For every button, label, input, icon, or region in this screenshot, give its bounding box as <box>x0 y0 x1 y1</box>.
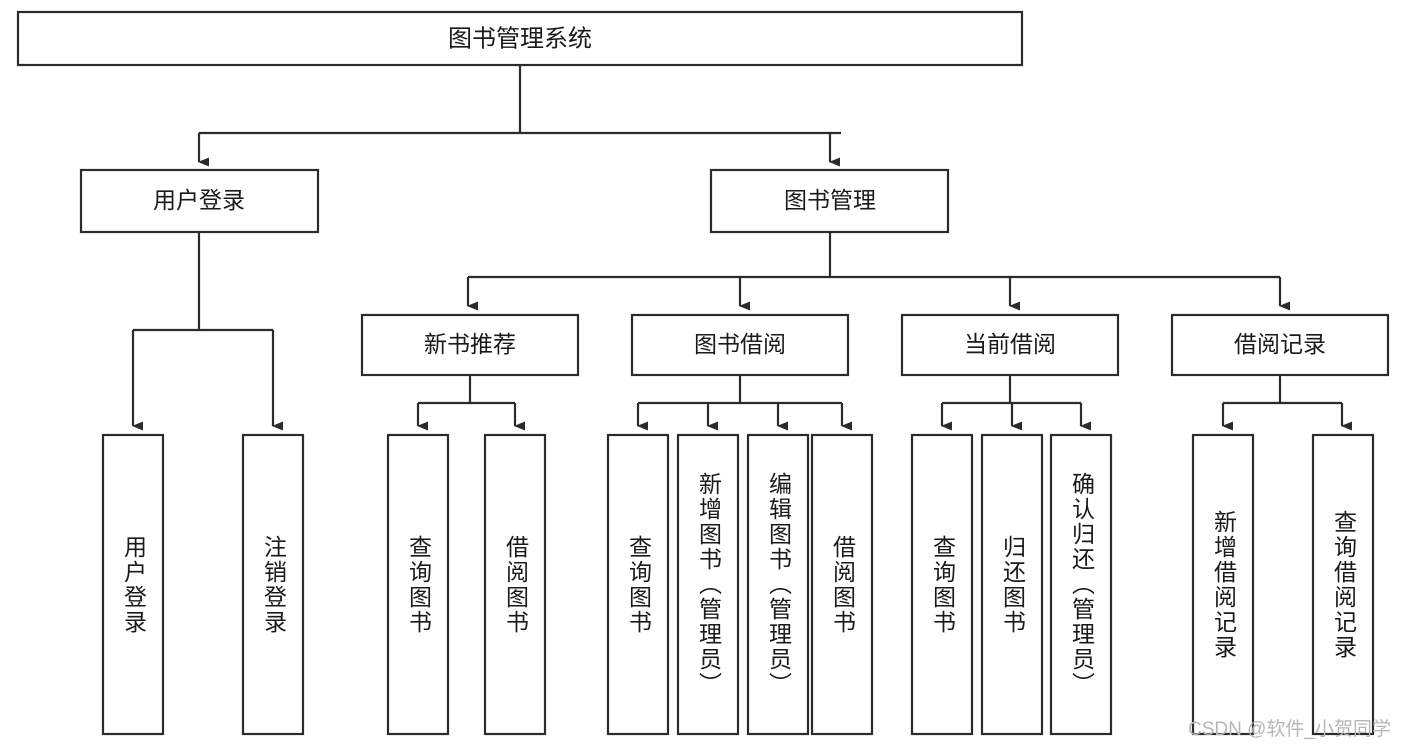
connector-group-root <box>197 65 841 167</box>
node-label-user-login: 用户登录 <box>153 187 245 213</box>
node-box-leaf-borrow-book-1[interactable] <box>483 433 547 736</box>
connector-group-current-borrow <box>940 375 1091 431</box>
node-label-new-book-recommend: 新书推荐 <box>424 331 516 357</box>
node-label-book-borrow: 图书借阅 <box>694 331 786 357</box>
node-box-borrow-record[interactable] <box>1170 313 1390 377</box>
node-box-book-borrow[interactable] <box>630 313 850 377</box>
node-box-leaf-add-record[interactable] <box>1191 433 1255 736</box>
node-box-current-borrow[interactable] <box>900 313 1120 377</box>
connector-group-book-borrow <box>636 375 852 431</box>
node-box-leaf-borrow-book-2[interactable] <box>810 433 874 736</box>
node-box-leaf-logout-login[interactable] <box>241 433 305 736</box>
node-box-new-book-recommend[interactable] <box>360 313 580 377</box>
node-box-book-management[interactable] <box>709 168 950 234</box>
node-box-leaf-add-book[interactable] <box>676 433 740 736</box>
node-label-root: 图书管理系统 <box>448 25 592 52</box>
node-box-leaf-user-login[interactable] <box>101 433 165 736</box>
node-label-current-borrow: 当前借阅 <box>964 331 1056 357</box>
node-label-borrow-record: 借阅记录 <box>1234 331 1326 357</box>
node-box-leaf-query-book-1[interactable] <box>386 433 450 736</box>
node-box-leaf-edit-book[interactable] <box>746 433 810 736</box>
node-box-root[interactable] <box>16 10 1024 67</box>
connector-group-book-management <box>466 232 1290 311</box>
node-box-leaf-confirm-return[interactable] <box>1049 433 1113 736</box>
connector-group-borrow-record <box>1221 375 1352 431</box>
connector-group-user-login <box>131 232 283 431</box>
node-box-leaf-return-book[interactable] <box>980 433 1044 736</box>
node-label-book-management: 图书管理 <box>784 187 876 213</box>
node-box-user-login[interactable] <box>79 168 320 234</box>
connector-group-new-book-recommend <box>416 375 525 431</box>
csdn-watermark: CSDN @软件_小贺同学 <box>1188 719 1391 740</box>
node-box-leaf-query-book-3[interactable] <box>910 433 974 736</box>
node-box-leaf-query-book-2[interactable] <box>606 433 670 736</box>
node-box-leaf-query-record[interactable] <box>1311 433 1375 736</box>
